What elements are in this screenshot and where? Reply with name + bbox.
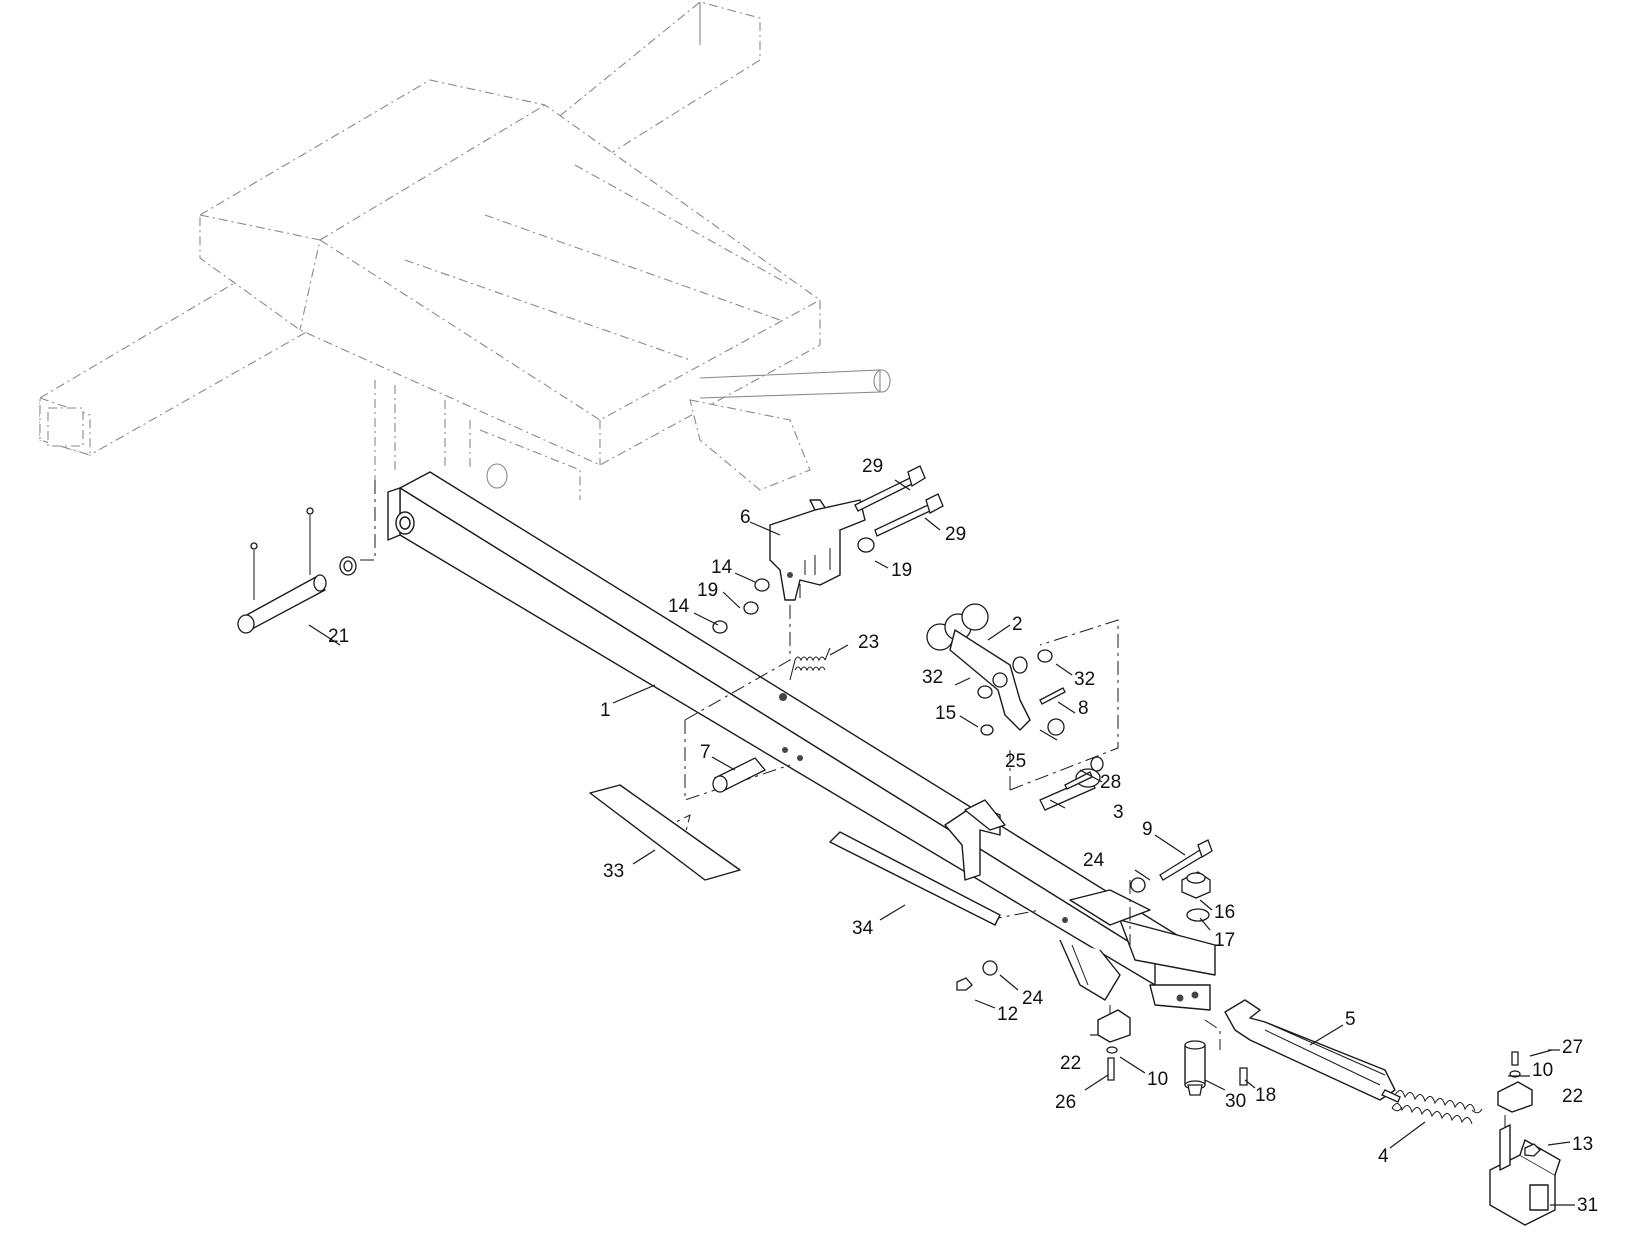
pin-7 <box>712 757 767 793</box>
callout-1: 1 <box>600 700 611 721</box>
callout-27: 27 <box>1562 1037 1583 1058</box>
mower-frame-ghost <box>39 1 891 500</box>
callout-12: 12 <box>997 1004 1018 1025</box>
callout-5: 5 <box>1345 1009 1356 1030</box>
cover-plates <box>589 784 1001 926</box>
spring-4 <box>1391 1090 1483 1125</box>
callout-32-left: 32 <box>922 667 943 688</box>
bolts-29 <box>854 465 944 537</box>
pivot-pin-21 <box>237 507 357 634</box>
callout-9: 9 <box>1142 819 1153 840</box>
callout-3: 3 <box>1113 802 1124 823</box>
callout-15: 15 <box>935 703 956 724</box>
callout-22-right: 22 <box>1562 1086 1583 1107</box>
callout-33: 33 <box>603 861 624 882</box>
bolt-9 <box>1130 839 1213 893</box>
callout-22-left: 22 <box>1060 1053 1081 1074</box>
callout-18: 18 <box>1255 1085 1276 1106</box>
end-bracket <box>1489 1051 1561 1226</box>
callout-13: 13 <box>1572 1134 1593 1155</box>
adjust-rod <box>1224 999 1401 1103</box>
callout-14-lower: 14 <box>668 596 690 617</box>
callout-7: 7 <box>700 742 711 763</box>
callout-19-lower: 19 <box>697 580 718 601</box>
bracket-assembly <box>769 499 866 601</box>
callout-2: 2 <box>1012 614 1023 635</box>
spring-23 <box>789 647 831 681</box>
callout-8: 8 <box>1078 698 1089 719</box>
block-22-left <box>1097 1009 1131 1081</box>
callout-17: 17 <box>1214 930 1235 951</box>
callout-10-right: 10 <box>1532 1060 1553 1081</box>
callout-16: 16 <box>1214 902 1235 923</box>
lock-nut-16 <box>1181 871 1211 922</box>
callout-labels: 1 2 3 4 5 6 7 8 9 10 10 12 13 14 14 15 1… <box>328 456 1598 1216</box>
small-hardware-left <box>712 537 875 634</box>
callout-34: 34 <box>852 918 874 939</box>
callout-32-right: 32 <box>1074 669 1095 690</box>
callout-25: 25 <box>1005 751 1026 772</box>
stud-30 <box>1184 1040 1248 1096</box>
pivot-pin <box>1039 756 1104 811</box>
callout-6: 6 <box>740 507 751 528</box>
lower-hardware <box>956 960 998 991</box>
callout-10-left: 10 <box>1147 1069 1168 1090</box>
callout-31: 31 <box>1577 1195 1598 1216</box>
callout-4: 4 <box>1378 1146 1389 1167</box>
callout-23: 23 <box>858 632 879 653</box>
callout-14-upper: 14 <box>711 557 733 578</box>
callout-24-upper: 24 <box>1083 850 1105 871</box>
callout-29-lower: 29 <box>945 524 966 545</box>
callout-28: 28 <box>1100 772 1121 793</box>
callout-26: 26 <box>1055 1092 1076 1113</box>
handle-lever <box>926 603 1066 736</box>
lever-bar <box>387 471 1216 1011</box>
callout-19-upper: 19 <box>891 560 912 581</box>
callout-29-upper: 29 <box>862 456 883 477</box>
leader-lines <box>308 479 1575 1206</box>
callout-21: 21 <box>328 626 349 647</box>
callout-24-lower: 24 <box>1022 988 1044 1009</box>
callout-30: 30 <box>1225 1091 1246 1112</box>
